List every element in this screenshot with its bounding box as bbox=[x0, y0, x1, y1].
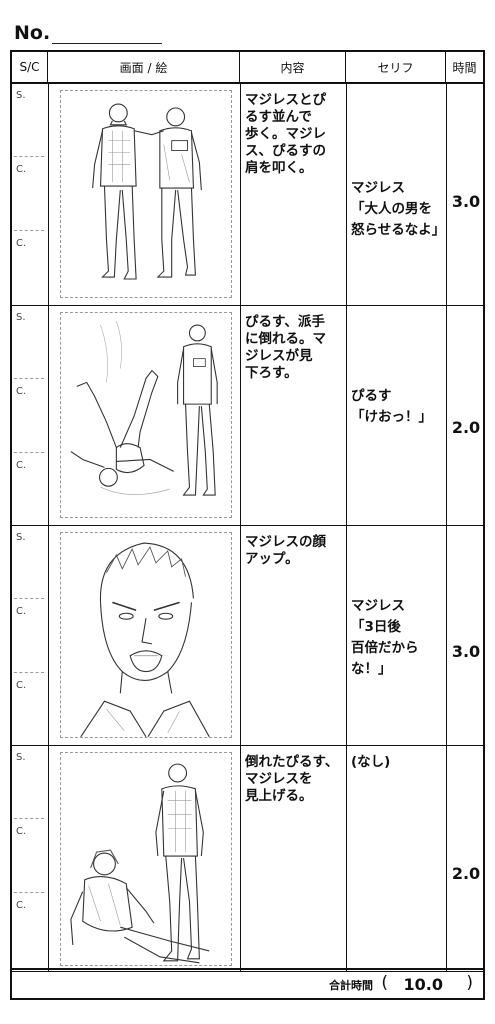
header-picture: 画面 / 絵 bbox=[48, 52, 240, 82]
dialogue-line: 百倍だから bbox=[351, 640, 419, 656]
header-dialogue-label: セリフ bbox=[377, 60, 414, 75]
divider bbox=[14, 230, 44, 231]
row-content: ぴるす、派手 に倒れる。マ ジレスが見 下ろす。 bbox=[245, 314, 345, 382]
cut-mark: C. bbox=[16, 606, 27, 617]
storyboard-frame-2[interactable] bbox=[60, 312, 232, 518]
man-falling-sketch bbox=[70, 321, 218, 496]
row-time: 3.0 bbox=[451, 642, 481, 661]
dialogue-line: 「けおっ！」 bbox=[351, 409, 432, 425]
content-line: 見上げる。 bbox=[245, 788, 313, 804]
storyboard-row-4: S. C. C. bbox=[12, 746, 483, 972]
dialogue-line: マジレス bbox=[351, 180, 405, 196]
header-sc-label: S/C bbox=[19, 60, 40, 74]
divider bbox=[14, 672, 44, 673]
header-picture-label: 画面 / 絵 bbox=[119, 60, 168, 75]
cut-mark: C. bbox=[16, 460, 27, 471]
cut-mark: C. bbox=[16, 164, 27, 175]
content-line: に倒れる。マ bbox=[245, 331, 326, 347]
content-line: 倒れたぴるす、 bbox=[245, 754, 339, 770]
storyboard-frame-1[interactable] bbox=[60, 90, 232, 298]
content-line: マジレスを bbox=[245, 771, 313, 787]
header-divider bbox=[12, 82, 483, 84]
scene-mark: S. bbox=[16, 532, 26, 543]
storyboard-frame-4[interactable] bbox=[60, 752, 232, 966]
dialogue-line: 「大人の男を bbox=[351, 201, 432, 217]
header-content: 内容 bbox=[240, 52, 346, 82]
total-open-paren: ( bbox=[381, 973, 388, 993]
content-line: るす並んで bbox=[245, 109, 312, 125]
scene-mark: S. bbox=[16, 90, 26, 101]
cut-mark: C. bbox=[16, 238, 27, 249]
scene-mark: S. bbox=[16, 752, 26, 763]
dialogue-line: マジレス bbox=[351, 598, 405, 614]
total-time-row: 合計時間 ( 10.0 ) bbox=[12, 968, 483, 998]
header-time: 時間 bbox=[446, 52, 483, 82]
content-line: 肩を叩く。 bbox=[245, 160, 313, 176]
dialogue-line: ぴるす bbox=[351, 388, 392, 404]
row-dialogue: ぴるす 「けおっ！」 bbox=[351, 386, 446, 428]
content-line: ぴるす、派手 bbox=[245, 314, 325, 330]
divider bbox=[14, 156, 44, 157]
man-looking-up-sketch bbox=[70, 763, 210, 964]
divider bbox=[14, 598, 44, 599]
row-content: マジレスの顔 アップ。 bbox=[245, 534, 345, 568]
total-time-value: 10.0 bbox=[403, 975, 443, 994]
row-time: 2.0 bbox=[451, 864, 481, 883]
sheet-number-blank[interactable] bbox=[52, 27, 163, 44]
sheet-number: No. bbox=[14, 22, 163, 44]
storyboard-frame-3[interactable] bbox=[60, 532, 232, 738]
row-time: 2.0 bbox=[451, 418, 481, 437]
total-close-paren: ) bbox=[466, 973, 473, 993]
cut-mark: C. bbox=[16, 826, 27, 837]
row-dialogue: マジレス 「大人の男を 怒らせるなよ」 bbox=[351, 178, 446, 241]
scene-mark: S. bbox=[16, 312, 26, 323]
storyboard-row-1: S. C. C. bbox=[12, 84, 483, 306]
divider bbox=[14, 892, 44, 893]
cut-mark: C. bbox=[16, 900, 27, 911]
cut-mark: C. bbox=[16, 386, 27, 397]
dialogue-line: 怒らせるなよ」 bbox=[351, 222, 446, 238]
header-sc: S/C bbox=[12, 52, 48, 82]
content-line: 下ろす。 bbox=[245, 365, 298, 381]
content-line: ス、ぴるすの bbox=[245, 143, 326, 159]
divider bbox=[14, 378, 44, 379]
row-content: 倒れたぴるす、 マジレスを 見上げる。 bbox=[245, 754, 345, 805]
two-men-walking-sketch bbox=[92, 103, 202, 280]
content-line: アップ。 bbox=[245, 551, 299, 567]
dialogue-line: な！」 bbox=[351, 661, 392, 677]
sheet-number-label: No. bbox=[14, 22, 51, 44]
dialogue-line: (なし) bbox=[351, 754, 391, 770]
header-dialogue: セリフ bbox=[346, 52, 446, 82]
content-line: マジレスとぴ bbox=[245, 92, 326, 108]
cut-mark: C. bbox=[16, 680, 27, 691]
storyboard-sheet: S/C 画面 / 絵 内容 セリフ 時間 S. C. C. bbox=[10, 50, 485, 1000]
storyboard-row-3: S. C. C. マジレスの顔 アップ。 bbox=[12, 526, 483, 746]
row-time: 3.0 bbox=[451, 192, 481, 211]
header-time-label: 時間 bbox=[452, 60, 477, 75]
divider bbox=[14, 452, 44, 453]
total-time-label: 合計時間 bbox=[329, 979, 373, 992]
content-line: ジレスが見 bbox=[245, 348, 313, 364]
content-line: マジレスの顔 bbox=[245, 534, 326, 550]
content-line: 歩く。マジレ bbox=[245, 126, 326, 142]
angry-face-closeup-sketch bbox=[80, 542, 210, 737]
row-dialogue: (なし) bbox=[351, 752, 446, 773]
row-dialogue: マジレス 「3日後 百倍だから な！」 bbox=[351, 596, 446, 680]
storyboard-row-2: S. C. C. bbox=[12, 306, 483, 526]
divider bbox=[14, 818, 44, 819]
header-content-label: 内容 bbox=[280, 60, 305, 75]
row-content: マジレスとぴ るす並んで 歩く。マジレ ス、ぴるすの 肩を叩く。 bbox=[245, 92, 345, 177]
dialogue-line: 「3日後 bbox=[351, 619, 401, 635]
